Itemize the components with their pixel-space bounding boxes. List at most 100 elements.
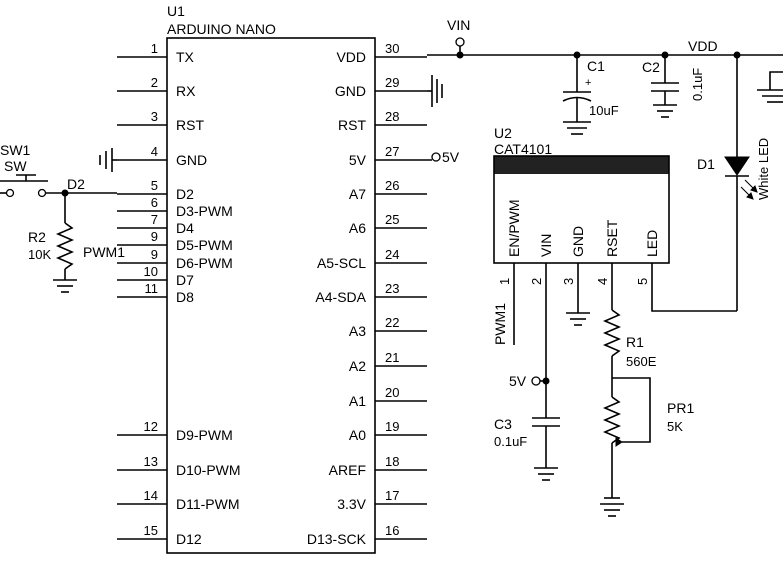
u1-pin-name: D10-PWM — [176, 462, 241, 478]
switch-sw1: SW1 SW D2 — [0, 142, 117, 198]
vin-label: VIN — [447, 17, 470, 33]
u1-pin-name: A4-SDA — [315, 289, 366, 305]
u1-pin-1-left: 1TX — [117, 41, 195, 65]
ground-symbol-right-edge — [757, 71, 783, 103]
r2-value: 10K — [28, 247, 51, 262]
u1-pin-number: 5 — [151, 178, 158, 193]
five-volt-label-c3: 5V — [509, 373, 527, 389]
u2-pin-name: RSET — [604, 219, 620, 257]
u1-pin-7-left: 7D4 — [117, 212, 194, 236]
vdd-rail: VDD — [427, 38, 783, 59]
u1-pin-number: 21 — [385, 350, 399, 365]
r1-ref: R1 — [626, 334, 644, 350]
d2-net-label: D2 — [67, 176, 85, 192]
u1-pin-number: 23 — [385, 281, 399, 296]
u1-pin-name: D7 — [176, 272, 194, 288]
capacitor-c1: C1 + 10uF — [562, 55, 619, 135]
c3-value: 0.1uF — [494, 434, 527, 449]
u2-pin-name: GND — [570, 226, 586, 257]
u1-pin-name: GND — [335, 83, 366, 99]
d1-value: White LED — [756, 138, 771, 200]
u1-left-pins: 1TX2RX3RST4GND5D26D3-PWM7D49D5-PWM9D6-PW… — [117, 41, 241, 547]
pr1-value: 5K — [667, 419, 683, 434]
u1-pin-number: 27 — [385, 144, 399, 159]
u1-pin-number: 9 — [151, 247, 158, 262]
u1-pin-number: 7 — [151, 212, 158, 227]
u1-pin-name: RST — [176, 117, 204, 133]
u1-pin-number: 3 — [151, 109, 158, 124]
u1-pin-number: 19 — [385, 419, 399, 434]
u1-pin-name: RX — [176, 83, 196, 99]
u1-pin-name: A6 — [349, 220, 366, 236]
u1-pin-number: 17 — [385, 488, 399, 503]
u1-pin-name: A7 — [349, 186, 366, 202]
pwm1-label-u2: PWM1 — [492, 303, 508, 345]
u1-pin-name: D8 — [176, 289, 194, 305]
u2-pin-number: 5 — [635, 278, 650, 285]
u1-part-name: ARDUINO NANO — [167, 21, 276, 37]
u1-pin-17-right: 17 3.3V — [337, 488, 427, 512]
u2-pin-name: VIN — [538, 234, 554, 257]
u1-pin-name: D3-PWM — [176, 203, 233, 219]
u2-pin-name: LED — [644, 230, 660, 257]
u1-pin-name: D4 — [176, 220, 194, 236]
u1-pin-name: D2 — [176, 186, 194, 202]
u2-pin-name: EN/PWM — [506, 199, 522, 257]
u1-pin-number: 6 — [151, 195, 158, 210]
sw1-ref: SW1 — [0, 142, 31, 158]
c1-ref: C1 — [587, 58, 605, 74]
u2-pin-number: 1 — [497, 278, 512, 285]
u1-pin-number: 9 — [151, 229, 158, 244]
resistor-r1: R1 560E — [602, 263, 657, 397]
u1-ref: U1 — [167, 3, 185, 19]
u1-body — [166, 37, 376, 554]
u1-pin-27-right: 27 5V — [349, 144, 432, 168]
u1-pin-name: 3.3V — [337, 496, 366, 512]
u1-pin-number: 20 — [385, 385, 399, 400]
u2-pin-5: LED 5 — [635, 230, 660, 285]
c1-value: 10uF — [589, 103, 619, 118]
u1-pin-name: A2 — [349, 358, 366, 374]
u1-pin-name: D5-PWM — [176, 237, 233, 253]
u1-pin-6-left: 6D3-PWM — [117, 195, 233, 219]
u1-pin-number: 4 — [151, 144, 158, 159]
vdd-label: VDD — [688, 38, 718, 54]
u1-pin-name: D9-PWM — [176, 427, 233, 443]
u1-pin-name: A3 — [349, 323, 366, 339]
u2-pin-number: 4 — [595, 278, 610, 285]
u1-pin-name: A5-SCL — [317, 255, 366, 271]
u1-pin-name: A0 — [349, 427, 366, 443]
u1-pin-number: 26 — [385, 178, 399, 193]
u1-pin-name: D12 — [176, 531, 202, 547]
ground-symbol-u1-pin29 — [427, 75, 443, 107]
u1-pin-number: 28 — [385, 109, 399, 124]
c3-ref: C3 — [494, 416, 512, 432]
u2-pin-4: RSET 4 — [595, 219, 620, 285]
sw1-value: SW — [4, 158, 27, 174]
u1-pin-number: 11 — [145, 281, 159, 296]
u1-pin-number: 25 — [385, 212, 399, 227]
u2-heatsink-tab — [494, 156, 669, 174]
u1-pin-name: 5V — [349, 152, 367, 168]
u1-pin-number: 18 — [385, 454, 399, 469]
u1-pin-number: 14 — [144, 488, 158, 503]
d1-ref: D1 — [697, 156, 715, 172]
u2-pin2-net: 5V — [509, 263, 550, 418]
